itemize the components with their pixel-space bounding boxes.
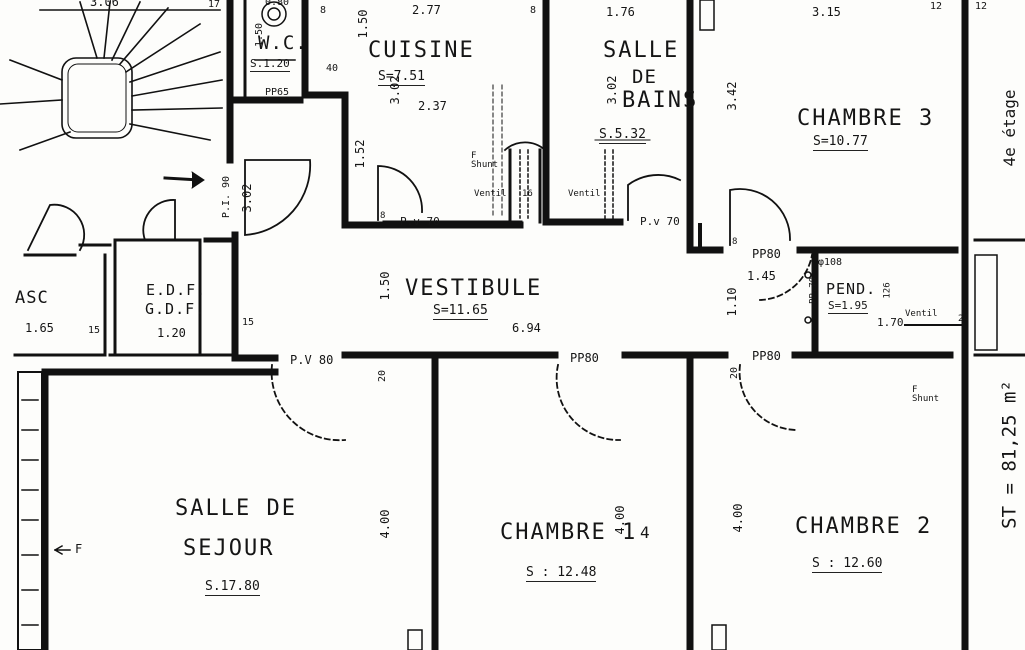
room-asc-name: ASC [15,288,49,308]
dim-pp80c: PP80 [752,349,781,363]
room-gdf-name: G.D.F. [145,300,206,318]
ventil-3: Ventil [905,309,938,319]
dim-400b: 4.00 [613,505,627,535]
dim-8a: 8 [380,211,386,221]
room-chambre3-area: S=10.77 [813,134,868,151]
dim-wc-h: 1.50 [356,9,370,39]
room-sdb-name3: BAINS [622,88,699,113]
room-chambre2-name: CHAMBRE 2 [795,514,933,539]
room-cuisine-area: S=7.51 [378,69,425,86]
dim-pp80a: PP80 [570,351,599,365]
dim-sdb-w: 1.76 [606,5,635,19]
room-cuisine-name: CUISINE [368,38,475,63]
room-wc-name: W.C. [258,32,308,54]
dim-400c: 4.00 [731,503,745,533]
dim-pp65: PP65 [265,87,290,98]
dim-126: 126 [882,282,893,299]
fixtures [254,1,812,324]
room-sdb-name2: DE [632,66,657,88]
room-sejour-name2: SEJOUR [183,536,275,561]
dim-20a: 20 [377,369,388,383]
dim-wc-side: 1.50 [254,22,265,48]
dim-cuisine-inner: 2.37 [418,99,447,113]
dim-20b: 20 [729,366,740,380]
room-sdb-name: SALLE [603,38,680,63]
f-arrow [53,544,71,556]
room-vestibule-name: VESTIBULE [405,276,543,301]
ventil-2: Ventil [568,189,601,199]
room-chambre1-name: CHAMBRE 1 [500,520,638,545]
shunt-1: F Shunt [471,151,499,170]
room-chambre3-name: CHAMBRE 3 [797,106,935,131]
dim-pv80: P.V 80 [290,353,334,367]
dim-edf-w: 1.20 [157,326,186,340]
dim-ch3-h: 3.42 [725,81,739,111]
dim-top-stair: 3.06 [90,0,119,9]
dim-8b: 8 [732,237,738,247]
dim-sdb-h: 3.02 [605,75,619,105]
dim-15a: 15 [88,325,101,336]
room-vestibule-area: S=11.65 [433,303,488,320]
dim-h302: 3.02 [240,183,254,213]
dim-h110: 1.10 [725,287,739,317]
dim-h145: 1.45 [747,269,776,283]
dim-cuisine-40: 40 [326,63,339,74]
dim-top-8a: 8 [320,5,327,16]
doors [26,141,814,442]
dim-24: 24 [958,314,969,324]
partitions [13,0,1025,357]
dim-top-12a: 12 [930,1,943,12]
dim-400a: 4.00 [378,509,392,539]
dim-cuisine-w: 2.77 [412,3,441,17]
f-label: F [75,542,83,556]
dim-phi: φ108 [818,257,843,268]
dim-vest-h: 1.50 [378,271,392,301]
dim-asc-w: 1.65 [25,321,54,335]
dim-top-12b: 12 [975,1,988,12]
room-pend-area: S=1.95 [828,299,868,314]
room-sejour-area: S.17.80 [205,579,260,596]
total-surface: ST = 81,25 m² [998,380,1021,529]
dim-top-8b: 8 [530,5,537,16]
dim-pv70a: P.v 70 [400,215,440,228]
dim-top-17: 17 [208,0,221,10]
room-sdb-area: S.5.32 [599,127,646,144]
dim-pp70: PP.70 [808,276,819,305]
dim-16: 16 [522,189,533,199]
dim-vest-w: 6.94 [512,321,541,335]
room-chambre2-area: S : 12.60 [812,556,883,573]
dim-pi90: P.I. 90 [221,175,232,219]
dim-15b: 15 [242,317,255,328]
dim-ch3-w: 3.15 [812,5,841,19]
floor-label: 4e étage [1000,89,1019,167]
room-wc-area: S.1.20 [250,57,290,72]
dim-pp80b: PP80 [752,247,781,261]
stairwell [0,0,223,152]
room-edf-name: E.D.F. [146,281,207,299]
ventil-1: Ventil [474,189,507,199]
room-chambre1-area: S : 12.48 [526,565,597,582]
dim-wc-w: 0.80 [265,0,290,8]
dim-4: 4 [640,523,650,542]
shunt-2: F Shunt [912,385,940,404]
dim-cuisine-h: 3.02 [388,75,402,105]
dim-pend-w: 1.70 [877,316,904,329]
windows [17,0,998,650]
dim-h152: 1.52 [353,139,367,169]
room-pend-name: PEND. [826,280,877,298]
room-sejour-name: SALLE DE [175,496,297,521]
dim-pv70b: P.v 70 [640,215,680,228]
walls [41,0,969,650]
